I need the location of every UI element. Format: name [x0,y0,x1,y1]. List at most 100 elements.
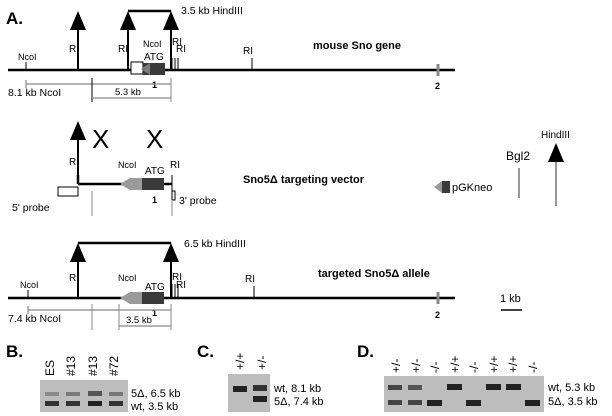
d-band-wt-1 [388,385,402,390]
tg-exon-1-label: 1 [152,308,157,318]
vec-exon-1 [142,178,164,190]
d-band-wt-2 [408,385,422,390]
c-band-bottom-label: 5Δ, 7.4 kb [274,396,324,408]
legend-pgkneo-arrow [434,181,442,193]
wt-ri-label-3: RI [172,37,182,48]
wt-ri-label-2: RI [118,44,128,55]
b-band-top-4 [109,392,123,396]
d-band-ko-5 [466,400,481,406]
c-gel [228,374,270,412]
d-band-ko-2 [408,400,422,405]
d-lane-2-label: +/- [409,359,423,373]
panel-c-label: C. [197,342,214,361]
d-lane-4-label: +/+ [448,356,462,373]
tg-hindiii-arrow-1 [70,243,86,262]
panel-c-southern-blot: C. +/+ +/- wt, 8.1 kb 5Δ, 7.4 kb [197,342,324,412]
d-band-ko-8 [525,400,540,406]
panel-a-label: A. [6,9,23,28]
b-lane-4-label: #72 [107,356,121,376]
tg-atg-label: ATG [145,282,165,293]
vec-crossover-x-1: X [92,124,109,154]
vec-crossover-x-2: X [146,124,163,154]
tg-ri-label-3: RI [176,280,186,291]
b-band-bottom-2 [66,401,80,406]
wt-ncol-fragment-label: 8.1 kb NcoI [8,87,61,99]
d-lane-1-label: +/- [389,359,403,373]
d-gel [384,376,544,412]
wt-open-box [130,61,144,75]
tg-ri-label-1: RI [69,273,79,284]
d-lane-5-label: -/- [467,362,481,373]
c-band-ko-2 [253,396,267,402]
b-band-top-label: 5Δ, 6.5 kb [131,388,181,400]
vec-ri-label-2: RI [170,160,180,171]
probe-5-box [57,186,79,197]
d-lane-8-label: -/- [526,362,540,373]
targeting-vector-map: RI X X RI NcoI ATG 1 5' probe 3' probe S… [12,121,570,216]
d-band-top-label: wt, 5.3 kb [547,382,595,394]
b-lane-3-label: #13 [86,356,100,376]
vec-pgkneo-arrow [120,178,130,190]
wt-gene-title: mouse Sno gene [313,40,401,52]
tg-exon-1 [142,292,164,304]
legend-pgkneo-label: pGKneo [452,182,492,194]
tg-35-fragment-label: 3.5 kb [126,315,152,326]
wt-ri-label-4: RI [176,44,186,55]
d-lane-6-label: +/+ [487,356,501,373]
wt-exon-2-label: 2 [435,81,440,91]
c-band-wt-1 [233,386,247,392]
tg-exon-2-label: 2 [435,310,440,320]
tg-pgkneo-box [130,292,142,304]
probe-3-box [171,190,176,201]
targeted-allele-map: 6.5 kb HindIII NcoI RI NcoI ATG RI RI RI… [8,238,522,330]
vec-ri-label-1: RI [69,157,79,168]
c-band-top-label: wt, 8.1 kb [273,383,321,395]
targeted-allele-title: targeted Sno5Δ allele [318,268,430,280]
wt-hindiii-arrow-3 [163,11,179,30]
d-band-bottom-label: 5Δ, 3.5 kb [548,396,598,408]
tg-ri-label-4: RI [245,274,255,285]
vec-pgkneo-box [130,178,142,190]
b-lane-1-label: ES [43,360,57,376]
wt-exon-arrow [141,63,150,75]
legend-hindiii-arrow [548,143,564,162]
d-band-ko-3 [427,400,442,406]
tg-ri-label-2: RI [172,272,182,283]
d-lane-7-label: +/+ [506,356,520,373]
b-band-top-2 [66,392,80,396]
b-band-top-1 [45,392,59,396]
b-band-bottom-3 [88,401,102,406]
d-lane-3-label: -/- [428,362,442,373]
wt-hindiii-arrow-2 [120,11,136,30]
legend-bgl2-label: Bgl2 [506,149,530,163]
wt-hindiii-fragment-label: 3.5 kb HindIII [181,5,243,17]
panel-b-southern-blot: B. ES #13 #13 #72 5Δ, 6.5 kb wt, 3.5 kb [6,342,181,413]
b-band-bottom-1 [45,401,59,406]
wt-ri-label-5: RI [243,46,253,57]
legend-pgkneo-box [442,181,450,193]
c-lane-2-label: +/- [255,356,269,370]
vec-hindiii-arrow [70,121,86,140]
c-lane-1-label: +/+ [233,353,247,370]
probe-3-label: 3' probe [179,195,217,207]
panel-d-label: D. [357,342,374,361]
wt-ncol-label-1: NcoI [18,52,37,62]
tg-ncol-fragment-label: 7.4 kb NcoI [8,313,61,325]
scale-bar-label: 1 kb [500,293,521,305]
vec-ncol-label: NcoI [118,160,137,170]
c-band-wt-2 [253,385,267,391]
probe-5-label: 5' probe [12,202,50,214]
b-band-bottom-label: wt, 3.5 kb [130,401,178,413]
wt-atg-label: ATG [144,52,164,63]
d-band-wt-6 [486,384,501,390]
vec-exon-1-label: 1 [152,195,157,205]
panel-b-label: B. [6,342,23,361]
b-lane-2-label: #13 [64,356,78,376]
d-band-wt-4 [447,384,462,390]
wt-exon-1-label: 1 [152,80,157,90]
tg-ncol-label-2: NcoI [118,273,137,283]
b-band-bottom-4 [109,401,123,406]
vec-atg-label: ATG [145,166,165,177]
